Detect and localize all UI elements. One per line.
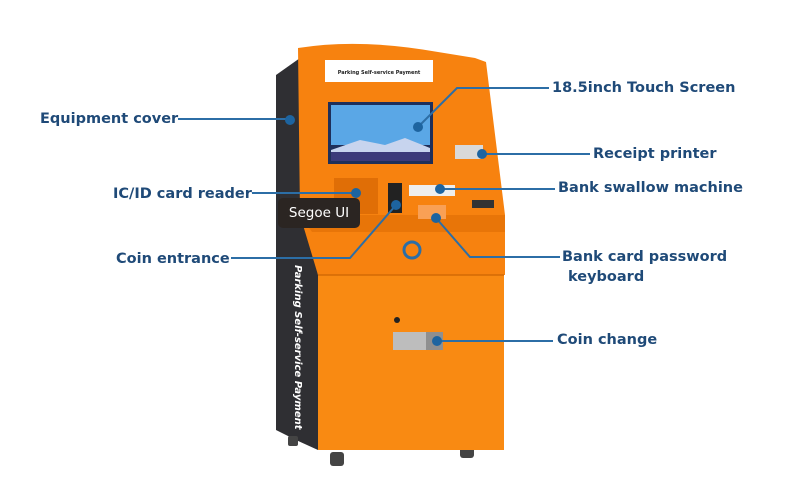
label-equipment-cover: Equipment cover xyxy=(40,111,179,127)
label-bank-swallow: Bank swallow machine xyxy=(558,180,743,196)
label-receipt-printer: Receipt printer xyxy=(593,146,717,162)
callout-lines xyxy=(178,87,590,342)
header-sign-text: Parking Self-service Payment xyxy=(338,70,421,76)
label-keyboard-line1: Bank card password xyxy=(562,249,727,265)
header-sign xyxy=(325,60,433,82)
label-touch-screen: 18.5inch Touch Screen xyxy=(552,80,735,96)
callout-dots xyxy=(285,115,487,346)
side-text: Parking Self-service Payment xyxy=(292,265,303,431)
label-coin-change: Coin change xyxy=(557,332,657,348)
label-card-reader: IC/ID card reader xyxy=(113,186,253,202)
receipt-slot xyxy=(455,145,483,159)
lower-cabinet xyxy=(318,275,504,450)
label-coin-entrance: Coin entrance xyxy=(116,251,230,267)
logo-icon xyxy=(402,240,422,260)
font-tooltip: Segoe UI xyxy=(278,198,360,228)
label-keyboard-line2: keyboard xyxy=(568,269,644,285)
bank-swallow-slot xyxy=(409,185,455,196)
